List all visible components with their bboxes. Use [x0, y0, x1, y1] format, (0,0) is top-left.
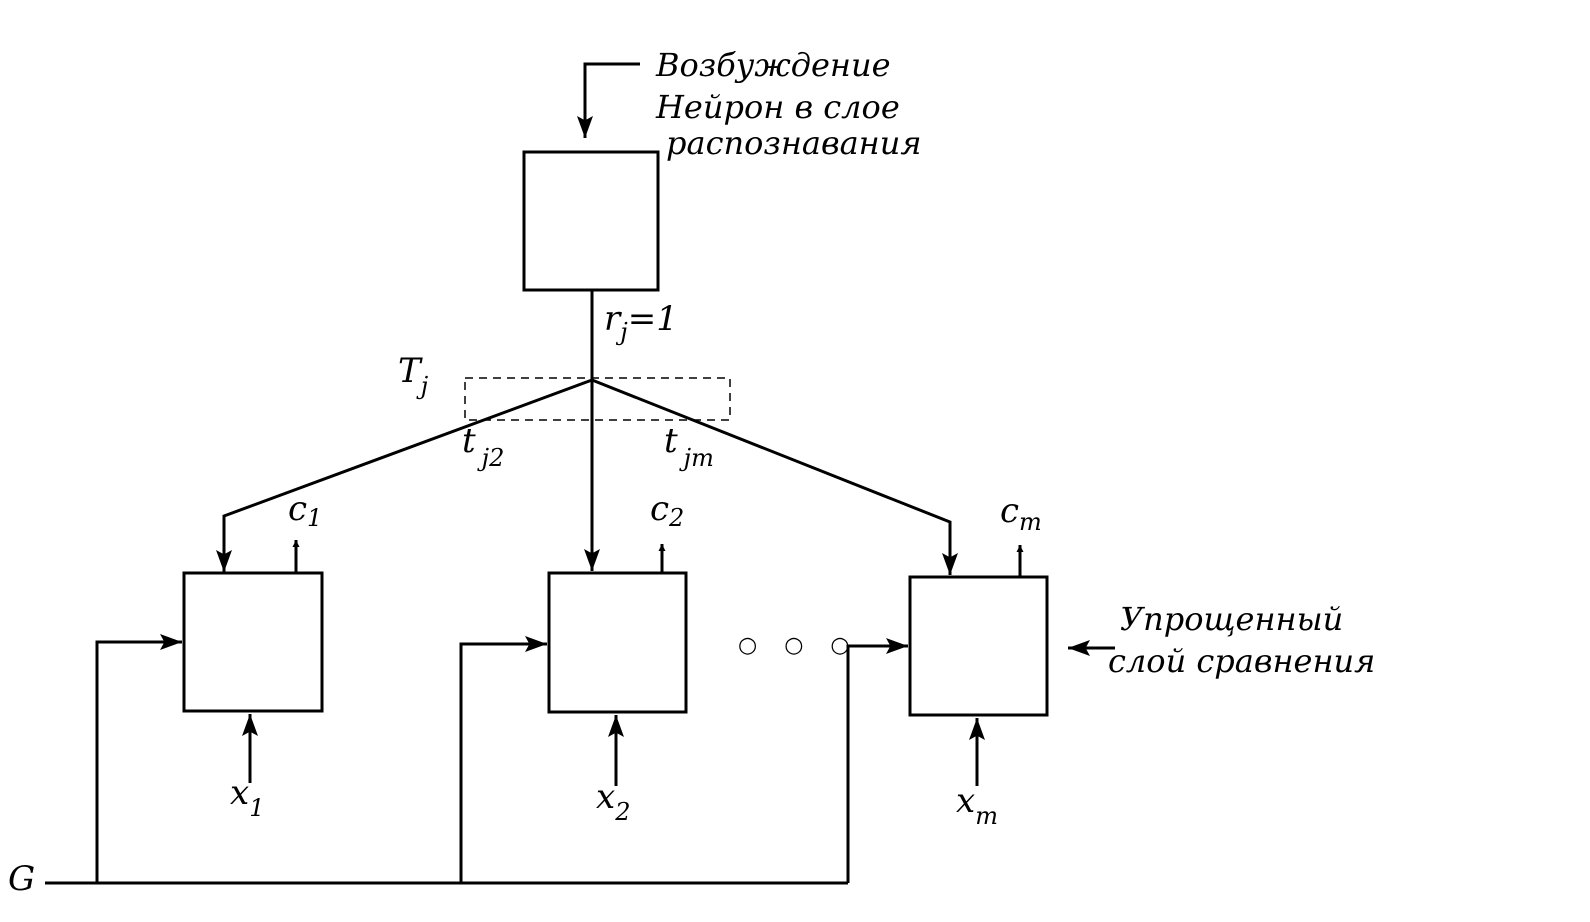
recognition-neuron-label-line2: распознавания	[666, 124, 922, 162]
c1-label: c1	[288, 489, 322, 532]
excitation-arrow	[577, 62, 640, 138]
cm-label: cm	[1000, 491, 1042, 536]
ellipsis-dots: ○ ○ ○	[738, 633, 860, 658]
comparison-layer-label-line2: слой сравнения	[1108, 642, 1375, 680]
G-label: G	[8, 859, 35, 899]
G-to-neuron-2	[459, 636, 547, 883]
Tj-label: Tj	[398, 351, 429, 400]
comparison-neuron-2	[547, 571, 688, 714]
branch-to-neuron-1	[216, 378, 593, 572]
comparison-neuron-m	[908, 575, 1049, 717]
x2-label: x2	[596, 777, 630, 826]
excitation-label: Возбуждение	[655, 46, 891, 84]
recognition-neuron-label-line1: Нейрон в слое	[655, 88, 900, 126]
xm-label: xm	[956, 781, 998, 830]
weights-Tj-box	[464, 377, 731, 421]
x1-label: x1	[230, 773, 264, 822]
rj-label: rj=1	[604, 299, 678, 346]
comparison-layer-label-line1: Упрощенный	[1120, 600, 1343, 638]
G-to-neuron-1	[95, 634, 182, 883]
recognition-neuron-box	[522, 150, 660, 292]
c2-label: c2	[650, 489, 684, 532]
branch-to-neuron-m	[591, 378, 958, 575]
G-to-neuron-m	[846, 638, 908, 883]
comparison-neuron-1	[182, 571, 324, 713]
